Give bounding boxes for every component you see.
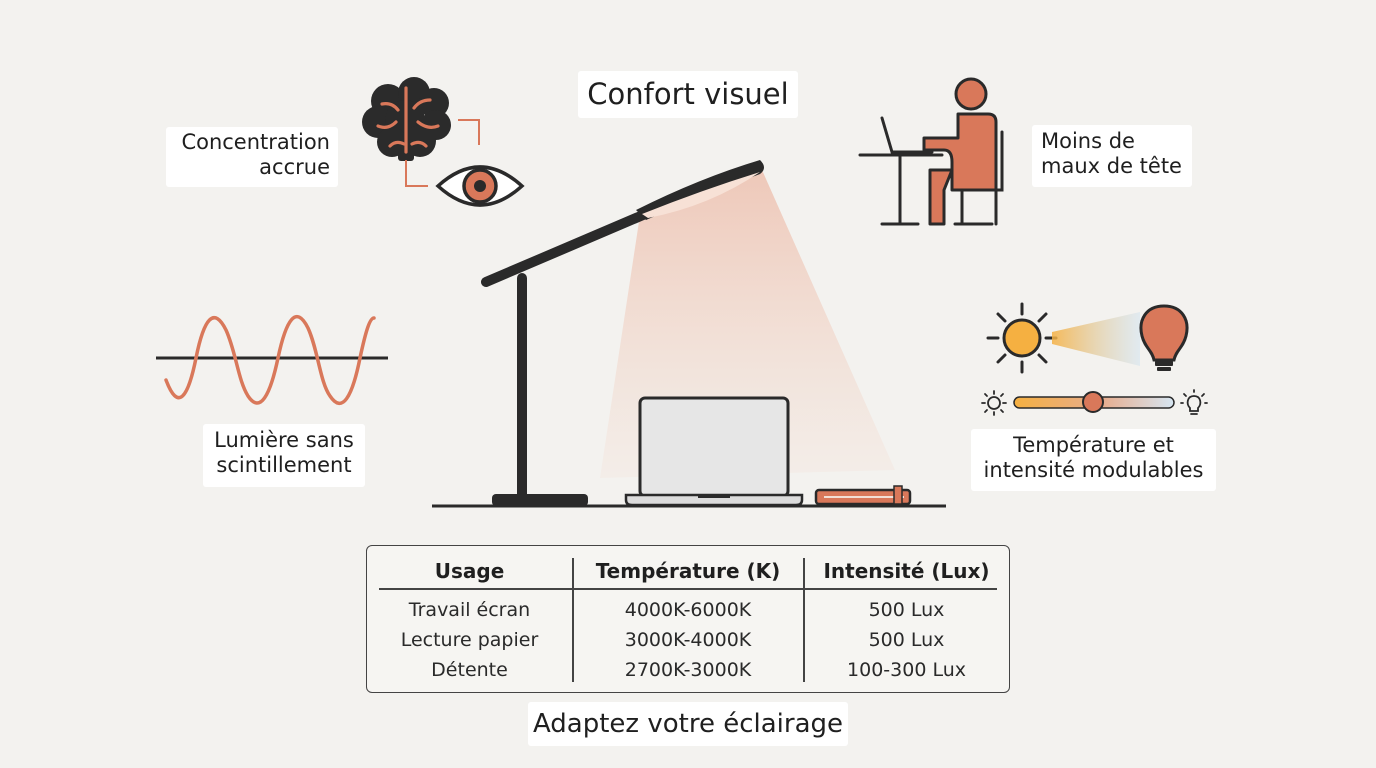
table-cell: 4000K-6000K xyxy=(624,599,752,621)
sun-icon xyxy=(986,302,1058,374)
table-header: Température (K) xyxy=(595,559,781,583)
bulb-small-icon xyxy=(1180,389,1208,415)
table-header: Usage xyxy=(434,559,505,583)
person-at-desk-icon xyxy=(858,77,1004,226)
connector-line xyxy=(405,160,428,187)
table-divider xyxy=(803,558,805,682)
table-cell: 2700K-3000K xyxy=(624,659,752,681)
concentration-label-line2: accrue xyxy=(259,155,330,180)
flicker-label-line2: scintillement xyxy=(216,453,352,478)
sun-small-icon xyxy=(981,390,1007,416)
table-divider xyxy=(572,558,574,682)
headache-label: Moins de maux de tête xyxy=(1032,125,1192,187)
book-icon xyxy=(814,485,912,506)
lamp-arm xyxy=(481,207,655,287)
light-ray xyxy=(1052,312,1140,366)
light-bulb-icon xyxy=(1139,304,1189,371)
lamp-base xyxy=(492,494,588,506)
sine-wave-icon xyxy=(156,314,388,406)
footer-caption: Adaptez votre éclairage xyxy=(528,702,848,746)
table-cell: Travail écran xyxy=(408,599,531,621)
flicker-label: Lumière sans scintillement xyxy=(203,424,365,487)
table-cell: Détente xyxy=(431,659,508,681)
eye-icon xyxy=(435,165,525,207)
brightness-slider xyxy=(981,389,1208,416)
concentration-label: Concentration accrue xyxy=(166,127,338,187)
table-cell: Lecture papier xyxy=(400,629,539,651)
table-cell: 500 Lux xyxy=(868,599,945,621)
concentration-label-line1: Concentration xyxy=(181,130,330,154)
flicker-label-line1: Lumière sans xyxy=(214,428,354,452)
table-divider xyxy=(379,588,997,590)
table-header: Intensité (Lux) xyxy=(823,559,990,583)
table-cell: 3000K-4000K xyxy=(624,629,752,651)
headache-label-line1: Moins de xyxy=(1041,129,1135,153)
brain-icon xyxy=(362,77,451,161)
usage-table: Usage Température (K) Intensité (Lux) Tr… xyxy=(366,545,1010,693)
connector-line xyxy=(458,119,480,145)
laptop-icon xyxy=(624,396,804,507)
table-cell: 500 Lux xyxy=(868,629,945,651)
table-cell: 100-300 Lux xyxy=(847,659,966,681)
temperature-label: Température et intensité modulables xyxy=(971,429,1216,491)
lamp-glow xyxy=(642,172,760,218)
temperature-label-line1: Température et xyxy=(1013,433,1174,457)
page-title: Confort visuel xyxy=(578,71,798,118)
slider-thumb xyxy=(1082,391,1104,413)
temperature-label-line2: intensité modulables xyxy=(983,458,1204,483)
headache-label-line2: maux de tête xyxy=(1041,154,1182,179)
